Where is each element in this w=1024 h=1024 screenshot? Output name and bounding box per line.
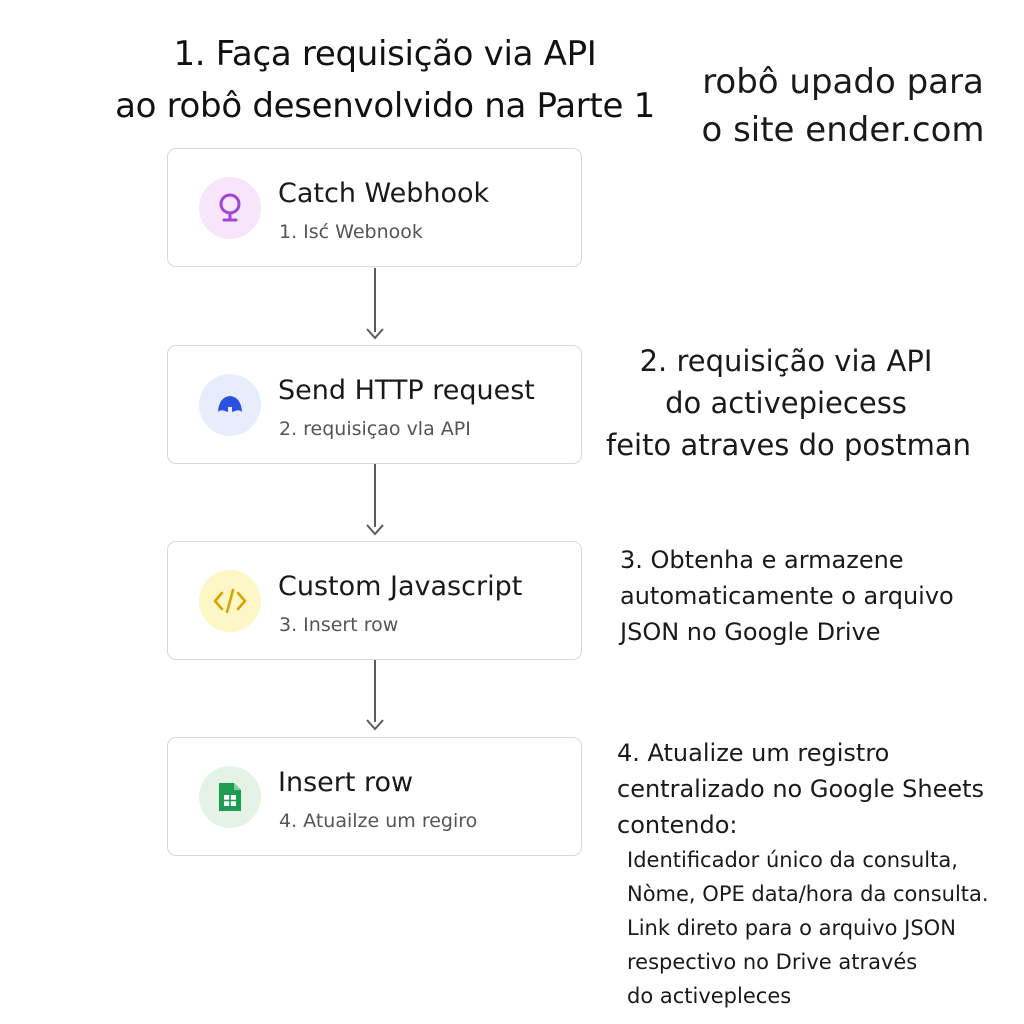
note-line: JSON no Google Drive — [620, 618, 881, 646]
note-line: contendo: — [617, 811, 738, 839]
note-line: do activepiecess — [665, 386, 907, 420]
note-line: feito atraves do postman — [606, 428, 972, 462]
step-subtitle: 2. requisiçao vla API — [279, 418, 471, 440]
list-item: Nòme, OPE data/hora da consulta. — [627, 882, 989, 906]
arrow-down-icon — [366, 328, 384, 340]
note-line: 4. Atualize um registro — [617, 739, 890, 767]
connector-line — [374, 464, 376, 527]
step-card-send-http-request[interactable]: Send HTTP request 2. requisiçao vla API — [167, 345, 582, 464]
step-name: Send HTTP request — [278, 375, 535, 406]
step-name: Custom Javascript — [278, 571, 523, 602]
note-line: centralizado no Google Sheets — [617, 775, 985, 803]
step-name: Catch Webhook — [278, 178, 490, 209]
note-line: automaticamente o arquivo — [620, 582, 954, 610]
deploy-note-line-2: o site ender.com — [701, 110, 985, 150]
step-card-insert-row[interactable]: Insert row 4. Atuailze um regiro — [167, 737, 582, 856]
note-line: 2. requisição via API — [639, 344, 933, 378]
arrow-down-icon — [366, 719, 384, 731]
webhook-icon — [199, 177, 261, 239]
google-sheets-icon — [199, 766, 261, 828]
deploy-note: robô upado para o site ender.com — [688, 58, 998, 154]
http-request-icon — [199, 374, 261, 436]
step-card-catch-webhook[interactable]: Catch Webhook 1. Isć Webnook — [167, 148, 582, 267]
list-item: Identificador único da consulta, — [627, 848, 958, 872]
step-2-note: 2. requisição via API do activepiecess f… — [606, 340, 972, 466]
note-line: 3. Obtenha e armazene — [620, 546, 904, 574]
list-item: do activepleces — [627, 984, 792, 1008]
page-title: 1. Faça requisição via API ao robô desen… — [60, 28, 710, 132]
connector-line — [374, 660, 376, 722]
code-icon — [199, 570, 261, 632]
step-subtitle: 3. Insert row — [279, 614, 399, 636]
title-line-2: ao robô desenvolvido na Parte 1 — [115, 86, 655, 126]
step-3-note: 3. Obtenha e armazene automaticamente o … — [620, 542, 954, 650]
arrow-down-icon — [366, 524, 384, 536]
list-item: respectivo no Drive através — [627, 950, 918, 974]
step-name: Insert row — [278, 767, 414, 798]
step-4-note: 4. Atualize um registro centralizado no … — [617, 735, 989, 1013]
step-card-custom-javascript[interactable]: Custom Javascript 3. Insert row — [167, 541, 582, 660]
record-fields-list: Identificador único da consulta, Nòme, O… — [617, 843, 989, 1013]
step-subtitle: 4. Atuailze um regiro — [279, 810, 478, 832]
title-line-1: 1. Faça requisição via API — [173, 34, 597, 74]
step-subtitle: 1. Isć Webnook — [279, 221, 423, 243]
deploy-note-line-1: robô upado para — [702, 62, 984, 102]
list-item: Link direto para o arquivo JSON — [627, 916, 956, 940]
connector-line — [374, 268, 376, 332]
